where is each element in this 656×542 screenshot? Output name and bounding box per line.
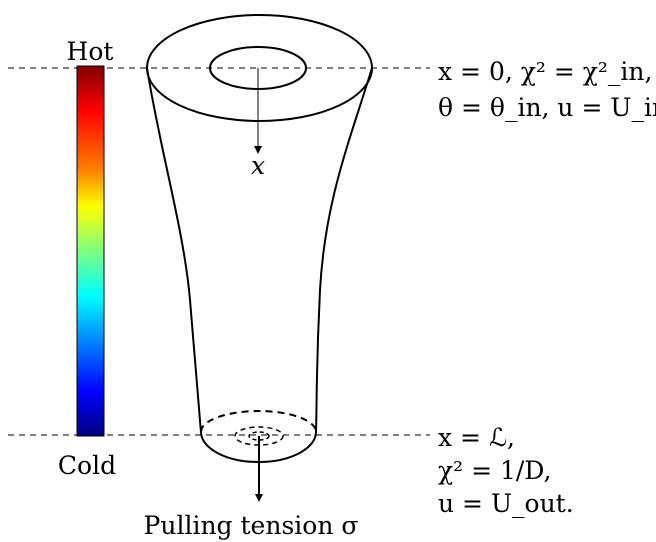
outlet-core-ellipse: [248, 431, 270, 441]
inlet-condition-line-1: x = 0, χ² = χ²_in,: [438, 57, 652, 86]
preform-outer-ellipse: [146, 14, 373, 122]
outlet-condition-line-3: u = U_out.: [438, 489, 574, 518]
axis-variable-label: x: [251, 151, 265, 180]
outlet-ellipse-back: [200, 410, 317, 433]
outlet-condition-line-1: x = ℒ,: [438, 423, 515, 452]
hot-label: Hot: [67, 37, 114, 66]
fiber-left-edge: [146, 67, 202, 433]
inlet-condition-line-2: θ = θ_in, u = U_in.: [438, 93, 656, 122]
pulling-tension-label: Pulling tension σ: [144, 511, 359, 540]
temperature-colorbar: [76, 65, 105, 437]
cold-label: Cold: [58, 451, 116, 480]
outlet-condition-line-2: χ² = 1/D,: [438, 456, 551, 485]
fiber-right-edge: [315, 67, 373, 433]
